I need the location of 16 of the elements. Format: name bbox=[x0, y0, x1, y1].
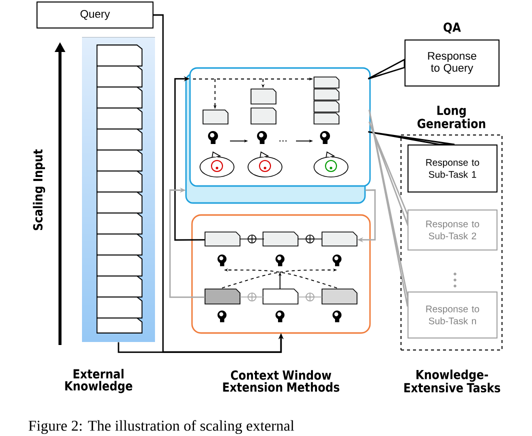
response-callout: Response to Sub-Task 2 bbox=[408, 210, 498, 250]
arrow bbox=[169, 188, 205, 298]
response-callout: Response to Query bbox=[404, 40, 500, 86]
arrow bbox=[174, 76, 205, 241]
callout-tail bbox=[368, 58, 406, 80]
task-heading: Long Generation bbox=[418, 106, 486, 128]
column-heading: External Knowledge bbox=[65, 368, 132, 394]
section-heading: Knowledge-Extensive Tasks bbox=[404, 370, 500, 392]
axis-label: Scaling Input bbox=[32, 149, 46, 230]
figure-caption: Figure 2: The illustration of scaling external bbox=[28, 420, 294, 434]
section-heading: Context Window Extension Methods bbox=[223, 370, 340, 392]
query-box: Query bbox=[36, 2, 154, 28]
response-callout: Response to Sub-Task n bbox=[408, 292, 498, 338]
callout-tail bbox=[368, 131, 456, 146]
callout-tail bbox=[368, 109, 408, 308]
task-heading: QA bbox=[444, 22, 461, 34]
